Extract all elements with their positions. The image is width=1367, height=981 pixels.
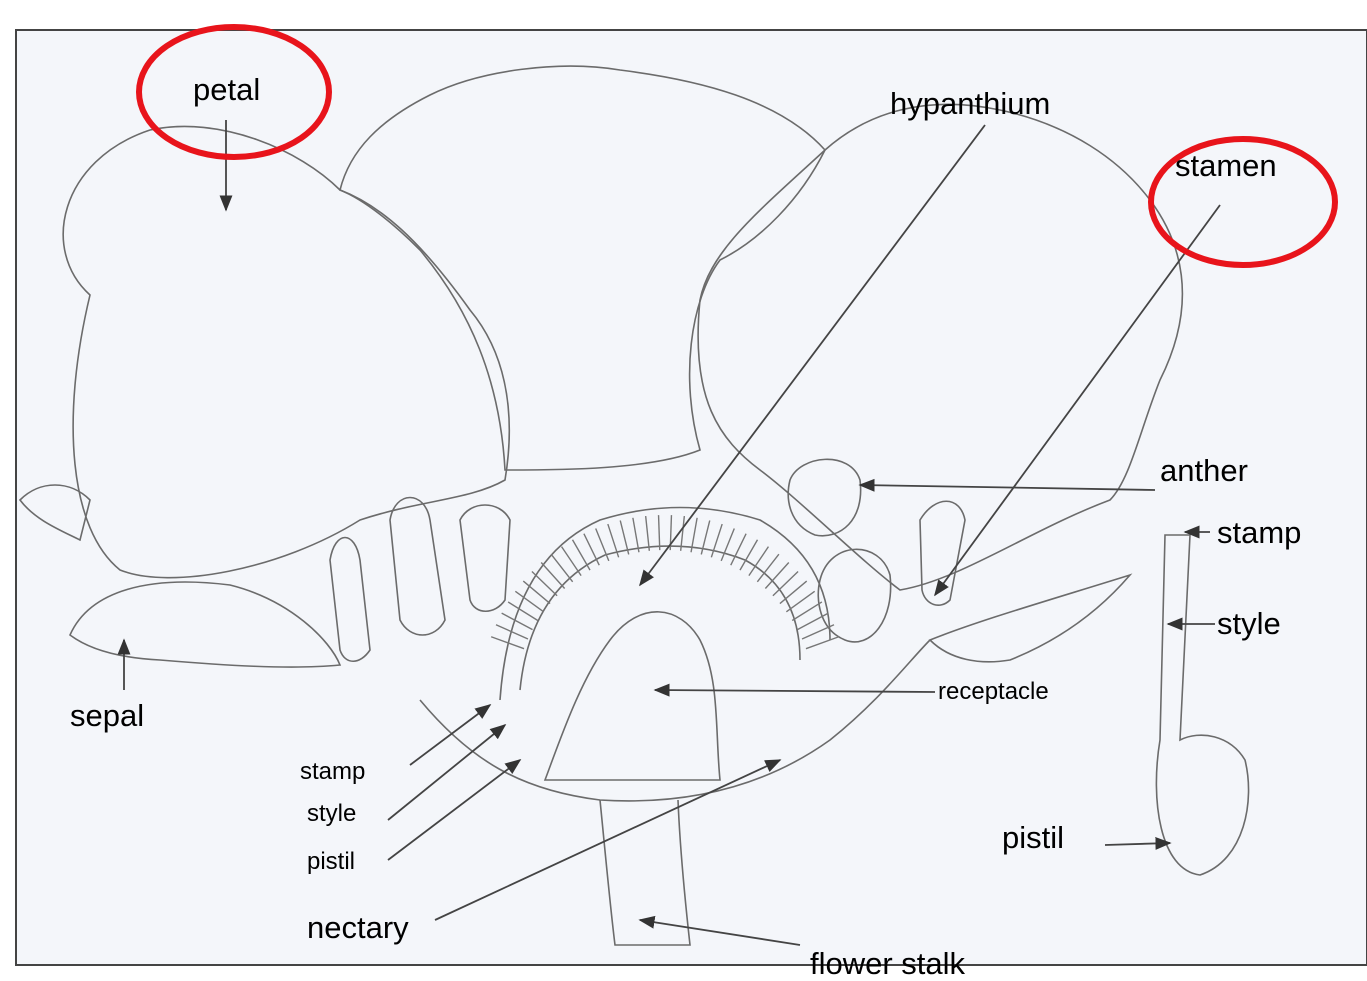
label-receptacle: receptacle bbox=[938, 680, 1049, 704]
label-anther: anther bbox=[1160, 455, 1248, 486]
label-petal: petal bbox=[193, 74, 260, 105]
label-stamp-left: stamp bbox=[300, 760, 365, 784]
label-stamen: stamen bbox=[1175, 150, 1277, 181]
label-nectary: nectary bbox=[307, 912, 409, 943]
label-hypanthium: hypanthium bbox=[890, 88, 1050, 119]
label-stamp-right: stamp bbox=[1217, 517, 1301, 548]
label-pistil-right: pistil bbox=[1002, 822, 1064, 853]
label-sepal: sepal bbox=[70, 700, 144, 731]
label-style-left: style bbox=[307, 802, 356, 826]
label-pistil-left: pistil bbox=[307, 850, 355, 874]
label-flower-stalk: flower stalk bbox=[810, 948, 965, 979]
label-style-right: style bbox=[1217, 608, 1281, 639]
